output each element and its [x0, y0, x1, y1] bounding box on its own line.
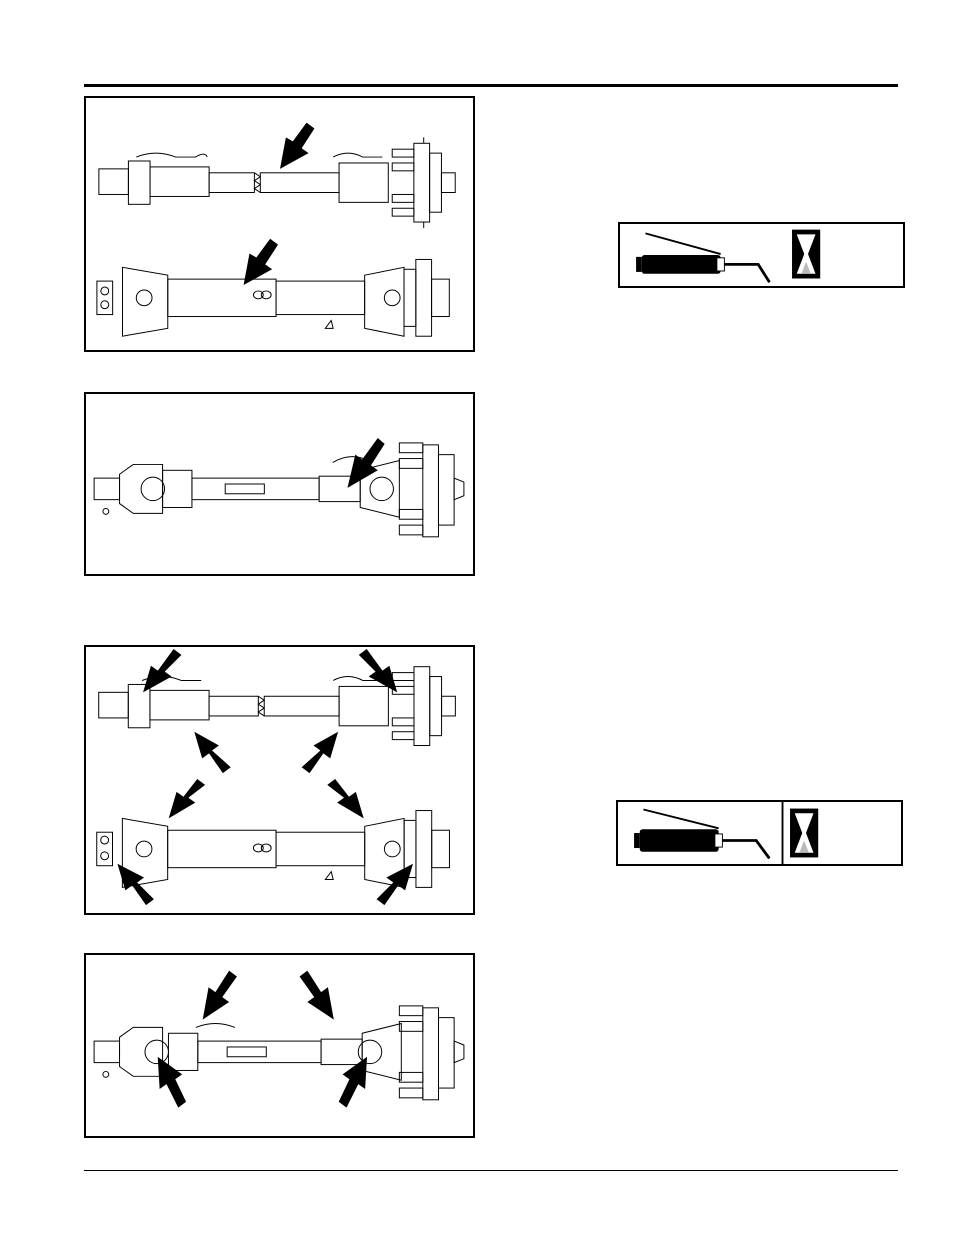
hourglass-icon	[792, 230, 820, 279]
driveline-collapsed-lube-points-illustration	[86, 955, 473, 1136]
grease-gun-icon	[634, 810, 769, 859]
figure-shaft-two-views-eight-arrows	[84, 645, 475, 915]
header-rule	[84, 84, 898, 87]
driveline-collapsed-illustration	[86, 394, 473, 574]
lubrication-symbol-panel-2	[616, 800, 903, 866]
lubrication-symbol-2	[618, 802, 901, 864]
figure-shaft-collapsed-four-arrows	[84, 953, 475, 1138]
driveline-two-views-lube-points-illustration	[86, 647, 473, 913]
figure-shaft-two-views-top-arrows	[84, 96, 475, 352]
grease-gun-icon	[636, 233, 769, 282]
driveline-two-views-illustration	[86, 98, 473, 350]
figure-shaft-collapsed-single-arrow	[84, 392, 475, 576]
lubrication-symbol	[620, 224, 903, 286]
lubrication-symbol-panel	[618, 222, 905, 288]
hourglass-icon	[790, 809, 818, 858]
footer-rule	[84, 1170, 898, 1171]
